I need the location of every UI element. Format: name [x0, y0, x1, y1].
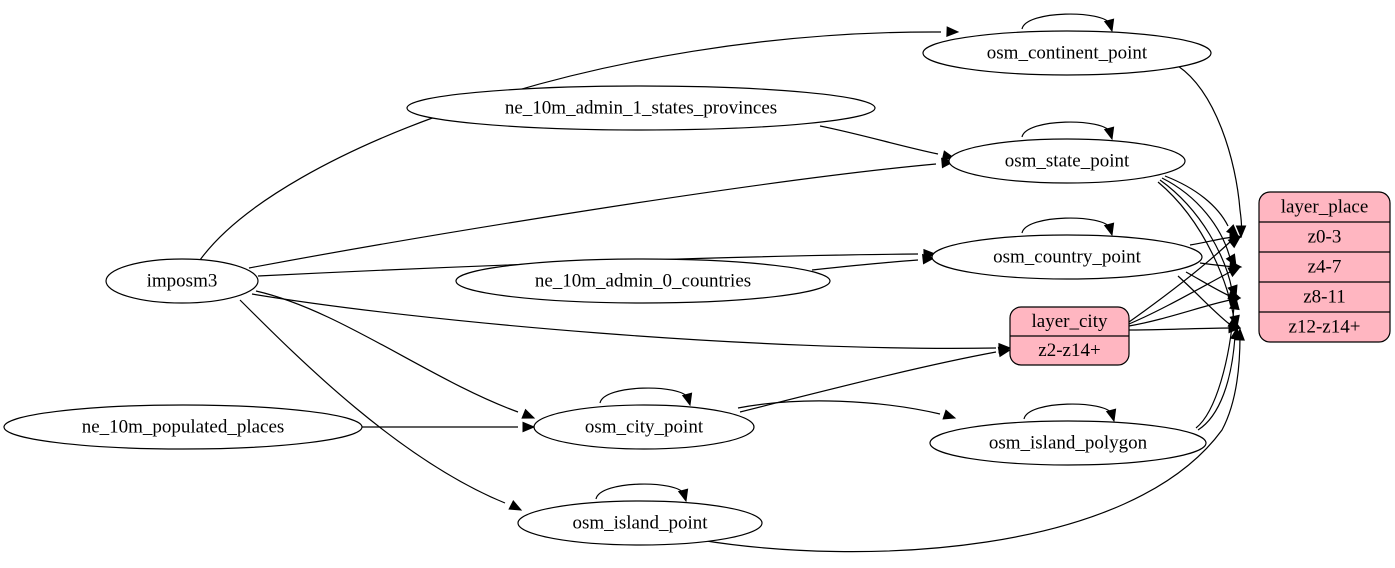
edge-ne_10m_admin_1_states_provinces-to-osm_state_point: [819, 125, 939, 155]
self-loop-arrowhead-0: [1103, 18, 1115, 33]
node-label-ne_states: ne_10m_admin_1_states_provinces: [505, 97, 777, 118]
edge-layer_city-to-layer_place.z12-z14+: [1128, 327, 1233, 331]
self-loop-osm_state_point: [1021, 121, 1111, 138]
edge-osm_continent_point-to-layer_place.z0-3: [1177, 65, 1243, 237]
self-loop-osm_continent_point: [1021, 13, 1111, 30]
edge-imposm3-to-osm_continent_point: [199, 31, 942, 261]
record-row-label-layer_city-0[interactable]: layer_city: [1032, 311, 1108, 332]
node-label-osm_continent: osm_continent_point: [987, 42, 1148, 63]
node-shape-osm_island_polygon: [929, 420, 1207, 466]
node-ne_states[interactable]: ne_10m_admin_1_states_provinces: [406, 85, 876, 131]
node-label-ne_places: ne_10m_populated_places: [82, 416, 285, 437]
self-loop-osm_country_point: [1021, 217, 1111, 234]
edge-arrowhead-23: [942, 409, 957, 420]
edge-layer_city-to-layer_place.z8-11: [1128, 299, 1231, 327]
edge-imposm3-to-osm_state_point: [248, 163, 937, 269]
edge-imposm3-to-osm_city_point: [255, 290, 519, 413]
edge-arrowhead-7: [922, 253, 936, 265]
node-shape-ne_states: [406, 85, 876, 131]
edge-arrowhead-26: [1234, 327, 1245, 341]
record-row-label-layer_place-1[interactable]: z0-3: [1308, 226, 1342, 247]
edge-arrowhead-19: [1227, 266, 1242, 278]
self-loop-osm_city_point: [599, 387, 689, 404]
node-osm_state[interactable]: osm_state_point: [948, 138, 1186, 184]
node-shape-osm_state: [948, 138, 1186, 184]
node-osm_city[interactable]: osm_city_point: [533, 404, 755, 450]
self-loop-arrowhead-4: [677, 488, 689, 503]
record-layer_city[interactable]: layer_city z2-z14+: [1009, 306, 1130, 366]
edge-ne_10m_admin_0_countries-to-osm_country_point: [811, 259, 919, 271]
node-osm_island_point[interactable]: osm_island_point: [517, 500, 763, 546]
self-loops-group: [595, 13, 1117, 503]
self-loop-osm_island_point: [595, 483, 685, 500]
node-label-osm_country: osm_country_point: [993, 246, 1141, 267]
edge-arrowhead-24: [1229, 296, 1240, 311]
edge-layer_city-to-layer_place.z0-3: [1128, 241, 1231, 323]
node-shape-ne_countries: [455, 258, 831, 304]
edge-layer_city-to-layer_place.z4-7: [1128, 271, 1231, 325]
node-label-ne_countries: ne_10m_admin_0_countries: [535, 270, 751, 291]
self-loop-arrowhead-5: [1105, 408, 1117, 423]
node-label-imposm3: imposm3: [147, 270, 218, 291]
node-ne_countries[interactable]: ne_10m_admin_0_countries: [455, 258, 831, 304]
edge-arrowhead-0: [946, 26, 960, 37]
edge-osm_city_point-to-layer_city: [739, 351, 997, 413]
record-row-label-layer_city-1[interactable]: z2-z14+: [1038, 340, 1100, 361]
edge-osm_state_point-to-layer_place.z0-3: [1164, 175, 1229, 227]
edge-osm_state_point-to-layer_place.z4-7: [1161, 177, 1231, 259]
record-row-label-layer_place-0[interactable]: layer_place: [1281, 196, 1369, 217]
node-shape-ne_places: [3, 404, 363, 450]
node-shape-osm_island_point: [517, 500, 763, 546]
node-shape-imposm3: [105, 258, 259, 304]
self-loop-osm_island_polygon: [1023, 403, 1113, 420]
record-row-label-layer_place-4[interactable]: z12-z14+: [1289, 316, 1361, 337]
nodes-group: imposm3 ne_10m_admin_1_states_provincesne…: [3, 30, 1212, 546]
self-loop-arrowhead-2: [1103, 222, 1115, 237]
node-label-osm_island_point: osm_island_point: [572, 512, 708, 533]
edge-imposm3-to-layer_city: [251, 293, 997, 349]
record-row-label-layer_place-2[interactable]: z4-7: [1308, 256, 1342, 277]
node-imposm3[interactable]: imposm3: [105, 258, 259, 304]
edge-arrowhead-22: [997, 346, 1012, 358]
record-layer_place[interactable]: layer_place z0-3 z4-7 z8-11 z12-z14+: [1258, 191, 1391, 343]
node-osm_island_polygon[interactable]: osm_island_polygon: [929, 420, 1207, 466]
edge-arrowhead-1: [941, 157, 955, 169]
edge-arrowhead-18: [1227, 236, 1242, 249]
edge-osm_island_point-to-layer_place.z12-z14+: [699, 335, 1241, 553]
node-ne_places[interactable]: ne_10m_populated_places: [3, 404, 363, 450]
node-shape-osm_country: [931, 234, 1203, 280]
edge-imposm3-to-osm_island_point: [239, 299, 506, 504]
node-label-osm_island_polygon: osm_island_polygon: [989, 432, 1148, 453]
records-group: layer_place z0-3 z4-7 z8-11 z12-z14+ layer_ci…: [1009, 191, 1391, 366]
node-label-osm_city: osm_city_point: [585, 416, 704, 437]
self-loop-arrowhead-1: [1103, 126, 1115, 141]
node-shape-osm_continent: [922, 30, 1212, 76]
edge-arrowhead-9: [1235, 225, 1247, 239]
edge-arrowhead-8: [522, 421, 536, 433]
node-osm_country[interactable]: osm_country_point: [931, 234, 1203, 280]
record-box-layer_place: [1258, 191, 1391, 343]
node-shape-osm_city: [533, 404, 755, 450]
edge-arrowhead-3: [521, 408, 536, 419]
node-label-osm_state: osm_state_point: [1005, 150, 1130, 171]
edge-osm_city_point-to-osm_island_polygon: [737, 400, 941, 415]
edge-osm_island_polygon-to-layer_place.z12-z14+: [1197, 335, 1236, 431]
self-loop-arrowhead-3: [681, 392, 693, 407]
edge-arrowhead-4: [508, 500, 523, 511]
edge-osm_island_polygon-to-layer_place.z8-11: [1195, 305, 1235, 429]
record-row-label-layer_place-3[interactable]: z8-11: [1303, 286, 1346, 307]
edge-osm_state_point-to-layer_place.z8-11: [1159, 179, 1233, 291]
node-osm_continent[interactable]: osm_continent_point: [922, 30, 1212, 76]
edges-group: [199, 26, 1247, 553]
